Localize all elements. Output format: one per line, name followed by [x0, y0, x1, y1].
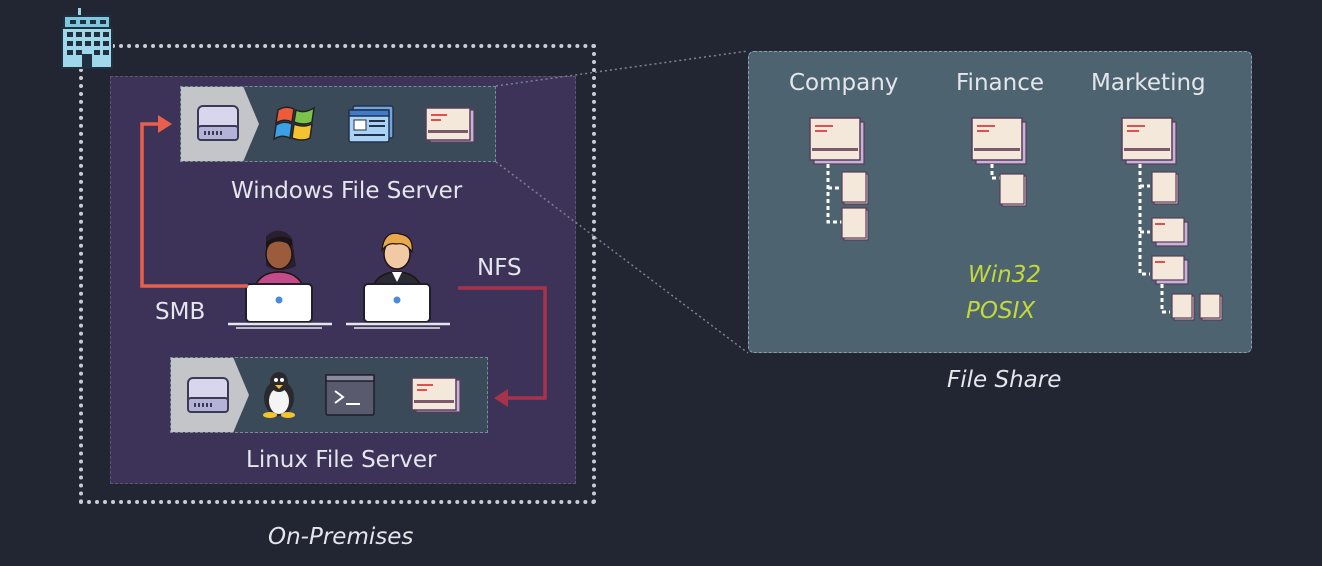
browser-window-icon	[348, 105, 394, 143]
company-folder-tree	[809, 117, 869, 241]
windows-file-server-label: Windows File Server	[231, 178, 463, 204]
zoom-line-top	[495, 50, 749, 87]
posix-access-label: POSIX	[966, 298, 1036, 324]
smb-arrowhead	[158, 115, 172, 133]
zoom-line-bottom	[495, 161, 749, 354]
marketing-column-title: Marketing	[1091, 70, 1206, 96]
on-premises-label: On-Premises	[268, 524, 414, 550]
company-column-title: Company	[789, 70, 899, 96]
smb-label: SMB	[155, 299, 206, 325]
terminal-icon	[325, 374, 375, 416]
folder-icon	[411, 377, 461, 413]
win32-access-label: Win32	[968, 262, 1041, 288]
user-laptop-icon	[228, 230, 332, 329]
smb-arrow	[140, 122, 248, 288]
on-premises-boundary	[79, 44, 596, 504]
hard-drive-icon	[187, 377, 229, 413]
office-building-icon	[61, 8, 113, 69]
folder-icon	[425, 107, 475, 143]
marketing-folder-tree	[1121, 117, 1223, 321]
user-laptop-icon	[346, 232, 450, 329]
file-share-label: File Share	[947, 367, 1062, 393]
linux-penguin-icon	[263, 372, 295, 418]
finance-column-title: Finance	[956, 70, 1044, 96]
finance-folder-tree	[971, 117, 1027, 207]
linux-file-server-label: Linux File Server	[246, 447, 437, 473]
nfs-label: NFS	[477, 255, 522, 281]
windows-logo-icon	[273, 106, 315, 141]
nfs-arrowhead	[494, 389, 508, 407]
hard-drive-icon	[197, 105, 239, 141]
nfs-arrow	[458, 286, 547, 400]
